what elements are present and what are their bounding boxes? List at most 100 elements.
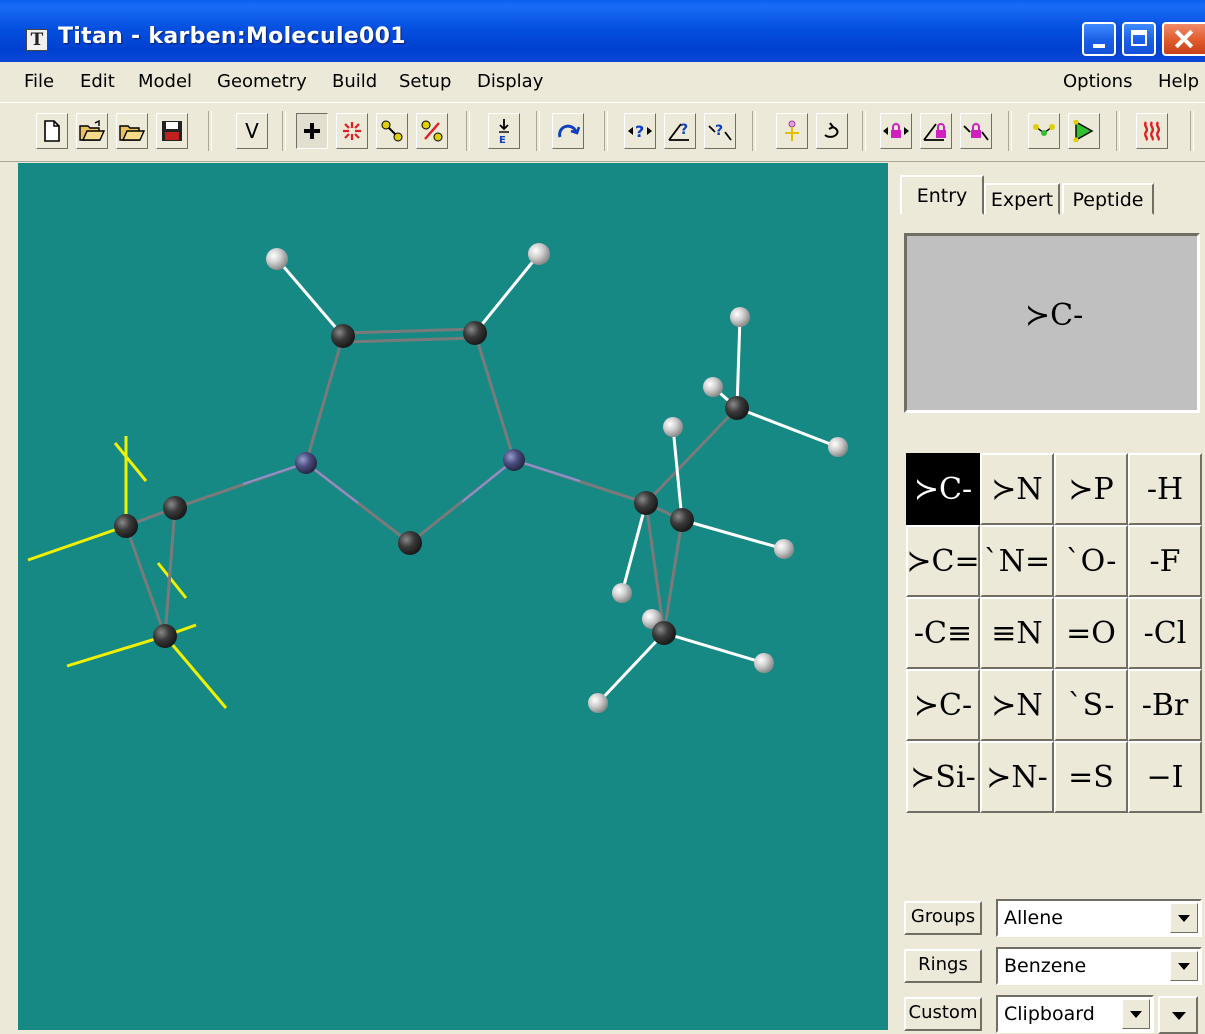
constrain-angle-icon (923, 123, 946, 141)
constrain-angle-button[interactable] (920, 113, 952, 149)
define-point-button[interactable] (1028, 113, 1060, 149)
save-button[interactable] (156, 113, 188, 149)
fragment-iodine[interactable]: −I (1128, 741, 1202, 813)
close-button[interactable] (1162, 22, 1205, 56)
refresh-icon (824, 122, 839, 138)
fragment-sp3-sulfur[interactable]: ˋS- (1054, 669, 1128, 741)
constrain-dihedral-icon (963, 123, 989, 141)
break-bond-icon (421, 120, 443, 142)
menu-help[interactable]: Help (1158, 71, 1200, 92)
menu-setup[interactable]: Setup (399, 71, 452, 92)
ring-ligand-button[interactable] (776, 113, 808, 149)
fragment-sp2-oxygen[interactable]: =O (1054, 597, 1128, 669)
heat-button[interactable] (1136, 113, 1168, 149)
rotate-button[interactable] (552, 113, 584, 149)
view-button[interactable]: V (236, 113, 268, 149)
tab-expert[interactable]: Expert (984, 183, 1060, 215)
menu-display[interactable]: Display (477, 71, 544, 92)
custom-button[interactable]: Custom (904, 997, 982, 1031)
nitrogen-atoms[interactable] (295, 449, 525, 474)
define-plane-icon (1073, 120, 1094, 142)
menu-model[interactable]: Model (138, 71, 193, 92)
fragment-sp3-oxygen[interactable]: ˋO- (1054, 525, 1128, 597)
view-icon: V (245, 119, 259, 143)
fragment-phosphorus[interactable]: ≻P (1054, 453, 1128, 525)
query-distance-button[interactable]: ? (624, 113, 656, 149)
rings-select[interactable]: Benzene (996, 947, 1202, 985)
window-title: Titan - karben:Molecule001 (58, 24, 406, 49)
fragment-silicon[interactable]: ≻Si- (906, 741, 980, 813)
carbon-atoms[interactable] (114, 321, 749, 648)
toolbar: V E ? ? ? (0, 102, 1205, 162)
menu-bar: File Edit Model Geometry Build Setup Dis… (0, 62, 1205, 102)
fragment-fluorine[interactable]: -F (1128, 525, 1202, 597)
chevron-down-icon[interactable] (1122, 999, 1150, 1029)
fragment-sp-nitrogen[interactable]: ≡N (980, 597, 1054, 669)
save-icon (162, 121, 182, 141)
fragment-aromatic-carbon[interactable]: ≻C- (906, 669, 980, 741)
minimize-icon: E (499, 119, 509, 144)
fragment-sp3-nitrogen[interactable]: ≻N (980, 453, 1054, 525)
rings-button[interactable]: Rings (904, 949, 982, 983)
query-angle-button[interactable]: ? (664, 113, 696, 149)
hydrogen-bonds (275, 253, 839, 705)
builder-panel: Entry Expert Peptide ≻C- ≻C- ≻N ≻P -H ≻C… (888, 163, 1205, 1034)
heat-icon (1143, 121, 1161, 141)
titan-app-icon[interactable]: T (26, 29, 48, 51)
refresh-button[interactable] (816, 113, 848, 149)
menu-options[interactable]: Options (1063, 71, 1133, 92)
query-dihedral-button[interactable]: ? (704, 113, 736, 149)
fragment-preview: ≻C- (904, 233, 1200, 413)
heavy-atom-bonds (124, 327, 739, 637)
fragment-sp2-nitrogen[interactable]: ˋN= (980, 525, 1054, 597)
add-fragment-button[interactable] (296, 113, 328, 149)
constrain-dihedral-button[interactable] (960, 113, 992, 149)
chevron-down-icon[interactable] (1170, 951, 1198, 981)
tab-entry[interactable]: Entry (900, 175, 984, 215)
open-file-icon (79, 120, 105, 141)
fragment-sp2-carbon[interactable]: ≻C= (906, 525, 980, 597)
minimize-energy-button[interactable]: E (488, 113, 520, 149)
fragment-sp2-sulfur[interactable]: =S (1054, 741, 1128, 813)
minimize-button[interactable] (1082, 22, 1116, 56)
delete-button[interactable] (336, 113, 368, 149)
tab-peptide[interactable]: Peptide (1062, 183, 1154, 215)
fragment-sp3-carbon[interactable]: ≻C- (906, 453, 980, 525)
open-file-button[interactable] (76, 113, 108, 149)
groups-select[interactable]: Allene (996, 899, 1202, 937)
svg-text:?: ? (635, 122, 644, 141)
constrain-distance-icon (883, 123, 909, 138)
fragment-sp-carbon[interactable]: -C≡ (906, 597, 980, 669)
groups-button[interactable]: Groups (904, 901, 982, 935)
query-distance-icon: ? (628, 122, 652, 141)
molecule-model[interactable] (0, 163, 888, 1030)
molecule-viewport[interactable] (0, 163, 888, 1030)
custom-select[interactable]: Clipboard (996, 995, 1154, 1033)
fragment-bromine[interactable]: -Br (1128, 669, 1202, 741)
fragment-aromatic-nitrogen[interactable]: ≻N (980, 669, 1054, 741)
define-plane-button[interactable] (1068, 113, 1100, 149)
fragment-planar-nitrogen[interactable]: ≻N- (980, 741, 1054, 813)
ring-ligand-icon (785, 120, 799, 141)
svg-text:?: ? (715, 123, 723, 139)
menu-geometry[interactable]: Geometry (217, 71, 307, 92)
custom-select-value: Clipboard (1004, 1003, 1095, 1025)
new-file-icon (44, 120, 60, 142)
fragment-hydrogen[interactable]: -H (1128, 453, 1202, 525)
chevron-down-icon[interactable] (1170, 903, 1198, 933)
menu-edit[interactable]: Edit (80, 71, 115, 92)
constrain-distance-button[interactable] (880, 113, 912, 149)
menu-file[interactable]: File (24, 71, 55, 92)
fragment-chlorine[interactable]: -Cl (1128, 597, 1202, 669)
break-bond-button[interactable] (416, 113, 448, 149)
hydrogen-atoms[interactable] (266, 243, 848, 713)
open-folder-button[interactable] (116, 113, 148, 149)
rings-select-value: Benzene (1004, 955, 1087, 977)
title-bar[interactable]: T Titan - karben:Molecule001 (0, 0, 1205, 62)
rotate-icon (558, 124, 580, 138)
maximize-button[interactable] (1122, 22, 1156, 56)
make-bond-button[interactable] (376, 113, 408, 149)
custom-extra-dropdown[interactable] (1158, 996, 1198, 1034)
menu-build[interactable]: Build (332, 71, 378, 92)
new-file-button[interactable] (36, 113, 68, 149)
